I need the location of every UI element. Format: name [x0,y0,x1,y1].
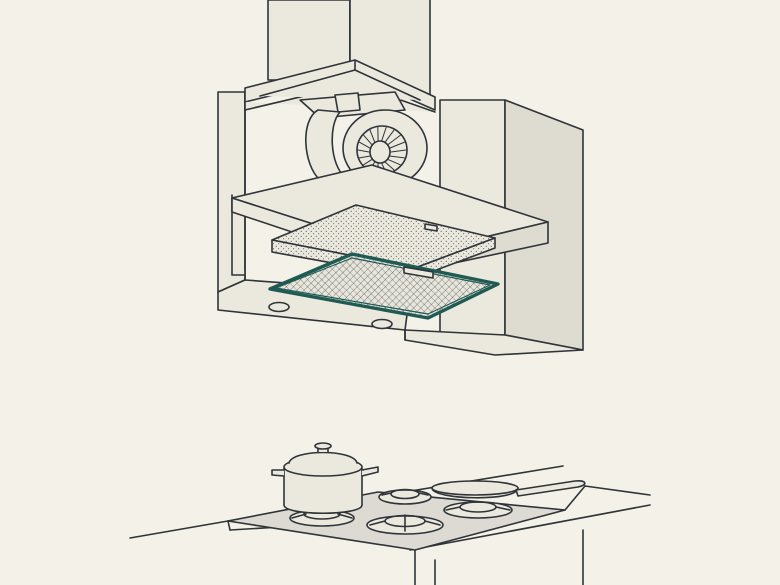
fan-blade [357,149,370,153]
fan-blade [389,141,406,149]
fan-blades [357,126,407,174]
fan-blade [385,161,395,171]
burner-right [443,501,513,519]
burner-back-middle [378,488,432,505]
hood-lights [268,301,393,330]
fan-blade [369,129,375,143]
fan-blade [358,155,371,159]
fan-blade [363,134,373,145]
fan-blade [385,129,395,143]
fan-blade [363,159,373,166]
burner-front-center [366,514,444,535]
fan-blade [387,159,401,166]
frying-pan [431,480,586,499]
grease-mesh-filter [268,252,500,320]
fan-blade [387,134,401,145]
fan-blade [389,155,406,159]
stock-pot [271,442,379,515]
fan-blade [381,126,387,141]
fan-blade [358,141,371,149]
fan-blade [390,149,407,153]
